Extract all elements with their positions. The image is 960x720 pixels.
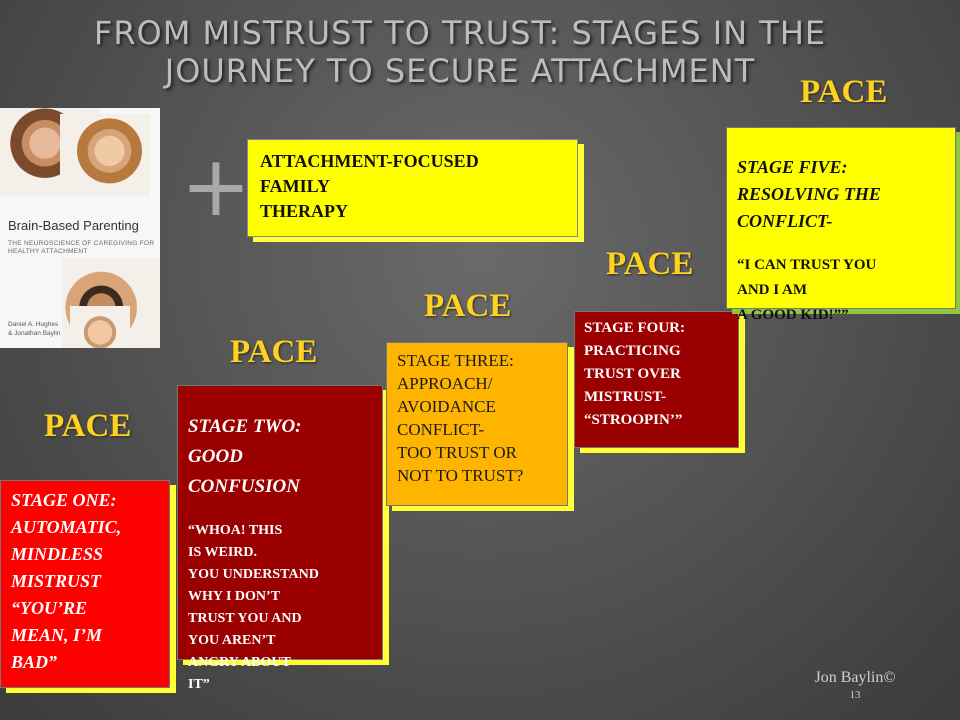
slide-footer: Jon Baylin© 13 [790, 668, 920, 702]
pace-label-stage-three: PACE [424, 288, 512, 324]
footer-author: Jon Baylin© [814, 669, 896, 686]
book-authors: Daniel A. Hughes & Jonathan Baylin [8, 321, 61, 337]
pace-label-stage-two: PACE [230, 334, 318, 370]
pace-label-stage-one: PACE [44, 408, 132, 444]
stage-five-heading: STAGE FIVE: RESOLVING THE CONFLICT- [737, 157, 881, 231]
slide-title: FROM MISTRUST TO TRUST: STAGES IN THE JO… [93, 14, 827, 90]
slide-number: 13 [849, 689, 861, 701]
stage-one-box: STAGE ONE: AUTOMATIC, MINDLESS MISTRUST … [0, 480, 170, 688]
book-subtitle: THE NEUROSCIENCE OF CAREGIVING FOR HEALT… [8, 240, 155, 255]
book-title: Brain-Based Parenting [8, 218, 139, 233]
pace-label-stage-four: PACE [606, 246, 694, 282]
stage-four-box: STAGE FOUR: PRACTICING TRUST OVER MISTRU… [574, 311, 739, 448]
stage-two-box: STAGE TWO: GOOD CONFUSION “WHOA! THIS IS… [177, 385, 383, 692]
plus-icon: + [180, 137, 252, 235]
stage-five-quote: “I CAN TRUST YOU AND I AM A GOOD KID!”” [737, 257, 877, 323]
book-cover-photo [70, 306, 130, 348]
stage-five-box: STAGE FIVE: RESOLVING THE CONFLICT- “I C… [726, 127, 956, 323]
afft-box: ATTACHMENT-FOCUSED FAMILY THERAPY [247, 139, 578, 237]
book-cover-image: Brain-Based Parenting THE NEUROSCIENCE O… [0, 108, 160, 348]
stage-two-quote: “WHOA! THIS IS WEIRD. YOU UNDERSTAND WHY… [188, 523, 319, 692]
stage-three-box: STAGE THREE: APPROACH/ AVOIDANCE CONFLIC… [386, 342, 568, 506]
stage-two-heading: STAGE TWO: GOOD CONFUSION [188, 416, 302, 497]
book-cover-photo [60, 114, 150, 196]
pace-label-stage-five: PACE [800, 74, 888, 110]
